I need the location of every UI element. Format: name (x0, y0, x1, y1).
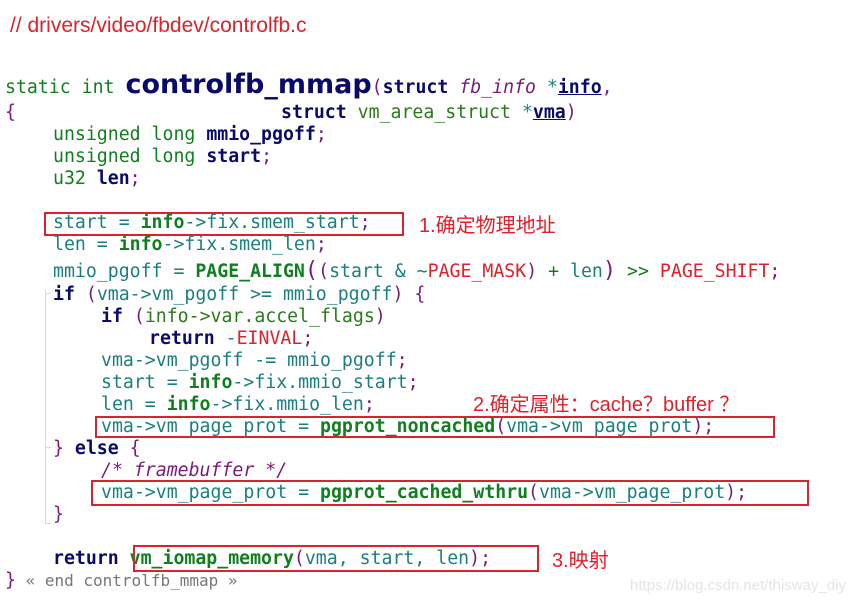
stmt-len-smem: len = info->fix.smem_len; (53, 234, 327, 255)
paren: ) (565, 102, 577, 123)
highlight-box-noncached (95, 416, 775, 438)
paren: ( (371, 77, 383, 98)
stmt-return-einval: return -EINVAL; (149, 328, 314, 349)
type-vm-area-struct: vm_area_struct (357, 102, 511, 123)
highlight-box-step1 (44, 212, 404, 236)
open-brace: { (5, 102, 16, 123)
stmt-start-mmio: start = info->fix.mmio_start; (101, 372, 419, 393)
annotation-step2: 2.确定属性：cache？buffer ？ (473, 394, 740, 416)
comment-framebuffer: /* framebuffer */ (101, 460, 288, 481)
function-name: controlfb_mmap (125, 69, 372, 100)
stmt-prot-noncached: vma->vm_page_prot = pgprot_noncached(vma… (101, 416, 715, 437)
stmt-else: } else { (53, 438, 141, 459)
stmt-return-iomap: return vm_iomap_memory(vma, start, len); (53, 548, 492, 569)
function-signature: static int controlfb_mmap(struct fb_info… (5, 52, 613, 99)
file-path-comment: // drivers/video/fbdev/controlfb.c (10, 14, 307, 37)
decl-mmio-pgoff: unsigned long mmio_pgoff; (53, 124, 327, 145)
stmt-prot-cached-wthru: vma->vm_page_prot = pgprot_cached_wthru(… (101, 482, 748, 503)
comma: , (601, 77, 613, 98)
watermark: https://blog.csdn.net/thisway_diy (630, 577, 846, 594)
close-brace-inner: } (53, 504, 64, 525)
param-info: info (557, 77, 602, 98)
stmt-start-smem: start = info->fix.smem_start; (53, 212, 371, 233)
param-vma: vma (532, 102, 566, 123)
stmt-if-accel: if (info->var.accel_flags) (101, 306, 386, 327)
indent-guide-tick (45, 447, 51, 448)
pointer-star: * (510, 102, 533, 123)
highlight-box-cached-wthru (91, 480, 809, 506)
stmt-pgoff-sub: vma->vm_pgoff -= mmio_pgoff; (101, 350, 408, 371)
keyword-static: static (5, 77, 71, 98)
type-fb-info: fb_info (459, 77, 536, 98)
decl-len: u32 len; (53, 168, 141, 189)
highlight-box-step3 (133, 545, 539, 572)
indent-guide-tick (45, 293, 51, 294)
keyword-struct: struct (382, 77, 449, 98)
annotation-step3: 3.映射 (552, 550, 609, 572)
end-function: } « end controlfb_mmap » (5, 570, 238, 591)
decl-start: unsigned long start; (53, 146, 273, 167)
annotation-step1: 1.确定物理地址 (419, 215, 556, 237)
stmt-if-pgoff: if (vma->vm_pgoff >= mmio_pgoff) { (53, 284, 426, 305)
function-signature-line2: struct vm_area_struct *vma) (281, 80, 577, 124)
keyword-struct: struct (281, 102, 347, 123)
stmt-mmio-pgoff: mmio_pgoff = PAGE_ALIGN((start & ~PAGE_M… (53, 258, 781, 283)
indent-guide-tick (45, 523, 51, 524)
keyword-int: int (81, 77, 115, 98)
indent-guide-outer (45, 290, 46, 524)
pointer-star: * (535, 77, 558, 98)
stmt-len-mmio: len = info->fix.mmio_len; (101, 394, 375, 415)
